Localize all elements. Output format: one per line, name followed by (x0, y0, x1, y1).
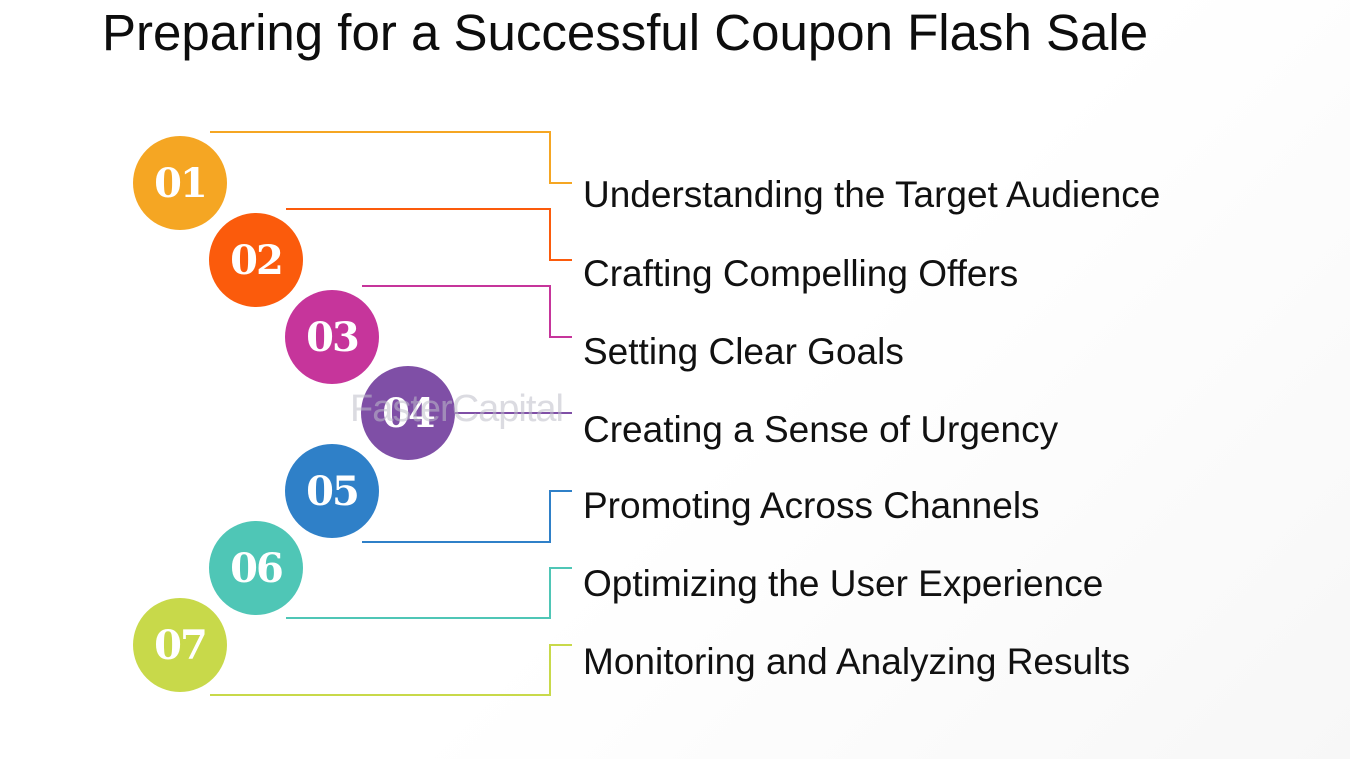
connector-06 (286, 567, 572, 619)
watermark-logo: FasterCapital (350, 388, 564, 430)
step-number: 07 (154, 621, 208, 669)
step-number: 02 (230, 236, 284, 284)
step-circle-04: 04 (361, 366, 455, 460)
step-label-06: Optimizing the User Experience (583, 563, 1104, 604)
step-label-04: Creating a Sense of Urgency (583, 409, 1059, 450)
step-label-03: Setting Clear Goals (583, 331, 904, 372)
step-number: 05 (306, 467, 360, 515)
step-circle-05: 05 (285, 444, 379, 538)
step-label-01: Understanding the Target Audience (583, 174, 1161, 215)
step-number: 06 (230, 544, 284, 592)
step-number: 03 (306, 313, 360, 361)
step-circle-06: 06 (209, 521, 303, 615)
step-label-05: Promoting Across Channels (583, 485, 1040, 526)
step-circle-03: 03 (285, 290, 379, 384)
page-title: Preparing for a Successful Coupon Flash … (102, 4, 1149, 61)
connector-01 (210, 131, 572, 184)
connector-05 (362, 490, 572, 543)
step-label-02: Crafting Compelling Offers (583, 253, 1019, 294)
step-circle-01: 01 (133, 136, 227, 230)
connector-03 (362, 285, 572, 338)
connector-07 (210, 644, 572, 696)
step-number: 01 (154, 159, 208, 207)
step-label-07: Monitoring and Analyzing Results (583, 641, 1131, 682)
step-circle-02: 02 (209, 213, 303, 307)
step-number: 04 (382, 389, 436, 437)
step-circle-07: 07 (133, 598, 227, 692)
connector-02 (286, 208, 572, 261)
